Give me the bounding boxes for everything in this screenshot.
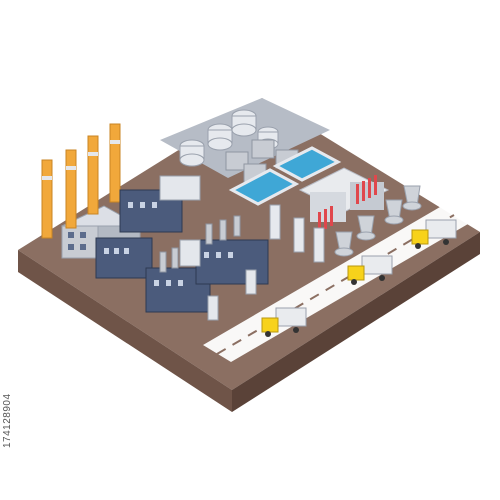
blue-factories (95, 175, 269, 321)
cooling-towers (334, 185, 422, 257)
truck-1 (261, 307, 307, 337)
tank-yard (160, 98, 330, 183)
cooling-pools (228, 146, 342, 206)
truck-3 (411, 219, 457, 249)
orange-chimneys (41, 123, 121, 239)
image-id-label: 174128904 (2, 393, 13, 449)
ground-side-left (18, 250, 232, 412)
ground-side-right (232, 232, 480, 412)
truck-2 (347, 255, 393, 285)
processing-blocks (269, 167, 390, 263)
